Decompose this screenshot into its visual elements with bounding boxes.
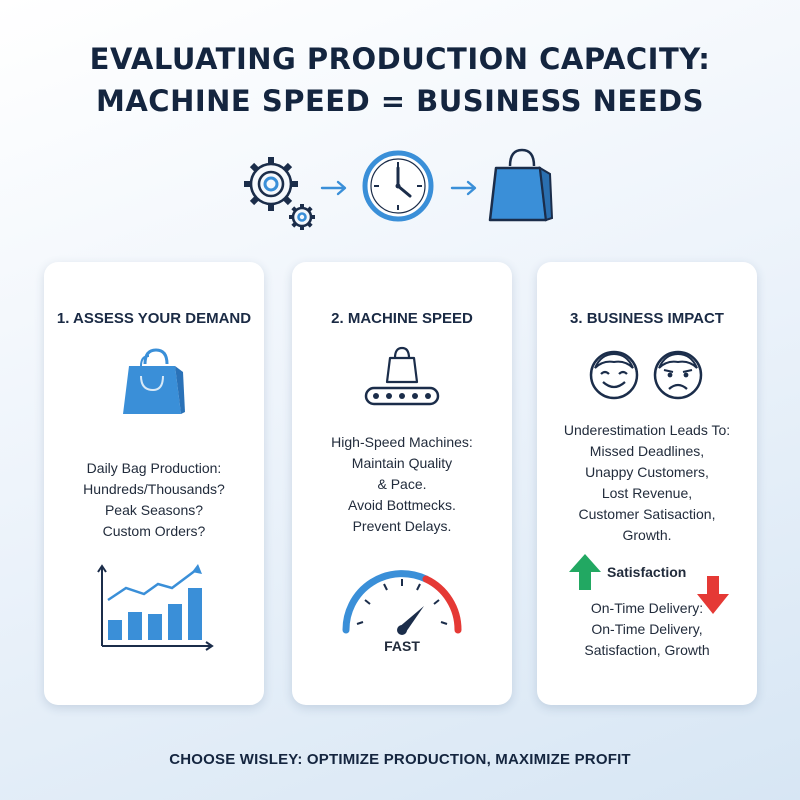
card-text-line: Satisfaction, Growth xyxy=(584,642,710,658)
card-title: 1. ASSESS YOUR DEMAND xyxy=(56,310,252,327)
card-text-line: Growth. xyxy=(622,527,672,543)
card-text-line: Custom Orders? xyxy=(102,523,206,539)
card-text-line: Missed Deadlines, xyxy=(589,443,705,459)
card-text-line: Unappy Customers, xyxy=(585,464,709,480)
conveyor-belt-icon xyxy=(364,346,440,406)
card-text-line: Avoid Bottmecks. xyxy=(348,497,456,513)
footer-tagline: CHOOSE WISLEY: OPTIMIZE PRODUCTION, MAXI… xyxy=(169,751,631,768)
shopping-bag-icon xyxy=(123,348,185,414)
happy-face-icon xyxy=(589,350,639,400)
card-text-line: Maintain Quality xyxy=(351,455,453,471)
arrow-up-icon xyxy=(569,554,601,590)
arrow-right-icon xyxy=(320,180,347,196)
bar-chart-trend-icon xyxy=(97,564,214,651)
card-text: Underestimation Leads To: Missed Deadlin… xyxy=(537,420,757,546)
card-text-line: High-Speed Machines: xyxy=(331,434,473,450)
card-text-line: Lost Revenue, xyxy=(601,485,693,501)
card-machine-speed: 2. MACHINE SPEED High-Speed Machines: Ma… xyxy=(292,262,512,705)
card-text-line: On-Time Delivery, xyxy=(591,621,703,637)
card-title: 3. BUSINESS IMPACT xyxy=(570,310,724,327)
clock-icon xyxy=(362,150,434,222)
page-title-line-2: MACHINE SPEED = BUSINESS NEEDS xyxy=(96,84,704,118)
speedometer-icon xyxy=(342,570,462,635)
card-text-line: On-Time Delivery: xyxy=(590,600,704,616)
arrow-down-icon xyxy=(697,576,729,614)
card-text-line: Prevent Delays. xyxy=(352,518,452,534)
card-text-line: Hundreds/Thousands? xyxy=(83,481,225,497)
card-assess-demand: 1. ASSESS YOUR DEMAND Daily Bag Producti… xyxy=(44,262,264,705)
gears-icon xyxy=(244,157,315,230)
card-text-line: Peak Seasons? xyxy=(104,502,204,518)
card-text-line: & Pace. xyxy=(377,476,427,492)
card-title: 2. MACHINE SPEED xyxy=(331,310,473,327)
satisfaction-label: Satisfaction xyxy=(607,564,687,580)
card-text-line: Daily Bag Production: xyxy=(86,460,222,476)
card-text-line: Customer Satisaction, xyxy=(578,506,716,522)
shopping-bag-icon xyxy=(488,148,554,222)
card-business-impact: 3. BUSINESS IMPACT Underestimation Leads… xyxy=(537,262,757,705)
card-text: High-Speed Machines: Maintain Quality & … xyxy=(292,432,512,537)
card-bottom-text: On-Time Delivery: On-Time Delivery, Sati… xyxy=(537,598,757,661)
card-text: Daily Bag Production: Hundreds/Thousands… xyxy=(44,458,264,542)
arrow-right-icon xyxy=(450,180,477,196)
gauge-label: FAST xyxy=(384,638,420,654)
card-text-line: Underestimation Leads To: xyxy=(563,422,731,438)
process-flow xyxy=(244,148,554,230)
sad-face-icon xyxy=(653,350,703,400)
page-title-line-1: EVALUATING PRODUCTION CAPACITY: xyxy=(89,42,711,76)
